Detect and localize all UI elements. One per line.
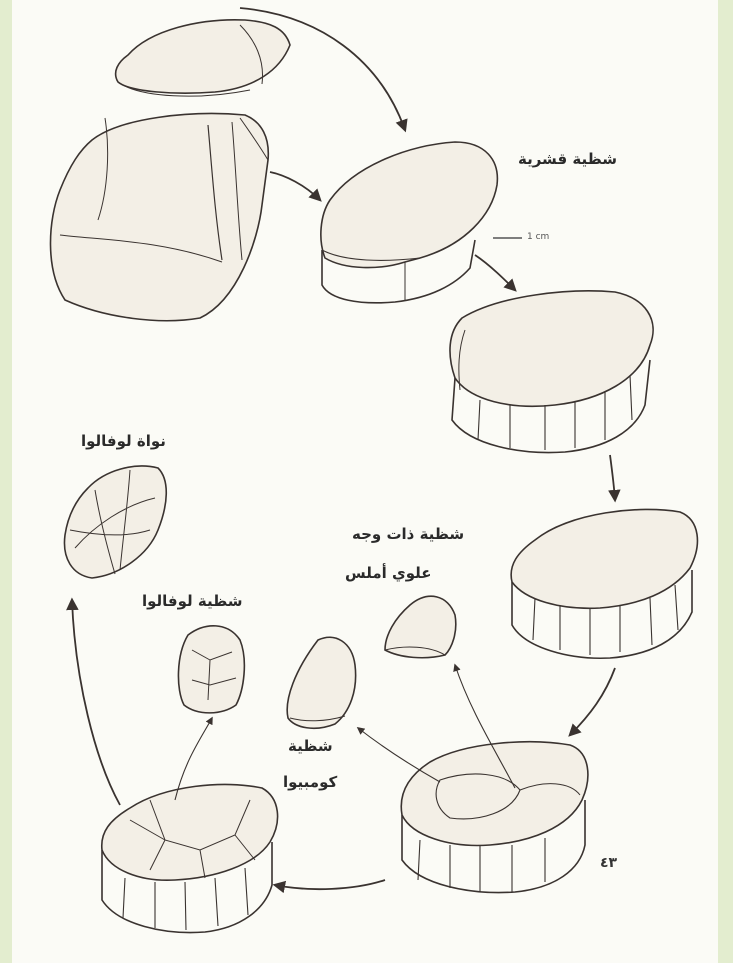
cortical-block xyxy=(50,114,268,321)
arrow-core-to-bottom-right xyxy=(570,668,615,735)
label-smooth-face-flake-2: علوي أملس xyxy=(345,564,432,582)
label-cortical-flake: شظية قشرية xyxy=(518,150,617,168)
label-kombewa-1: شظية xyxy=(288,737,333,755)
kombewa-flake-shape xyxy=(287,637,355,728)
label-kombewa-2: كومبيوا xyxy=(283,773,337,791)
prepared-core-upper xyxy=(450,291,653,453)
arrow-flake-to-core xyxy=(475,255,515,290)
removed-slab xyxy=(116,20,290,96)
label-levallois-core: نواة لوفالوا xyxy=(81,432,166,450)
arrow-bottom-left-to-core xyxy=(72,600,120,805)
core-bottom-right xyxy=(401,742,588,893)
cortical-flake-stone xyxy=(321,142,498,303)
arrow-bottom-right-to-left xyxy=(275,880,385,889)
label-levallois-flake: شظية لوفالوا xyxy=(142,592,242,610)
arrow-block-to-flake xyxy=(270,172,320,200)
levallois-core-shape xyxy=(64,466,166,578)
levallois-flake-shape xyxy=(178,626,244,713)
core-bottom-left xyxy=(102,784,278,932)
prepared-core-lower xyxy=(511,509,697,658)
smooth-face-flake-shape xyxy=(385,596,456,657)
arrow-core-to-core xyxy=(610,455,615,500)
scale-label: 1 cm xyxy=(527,232,549,242)
label-smooth-face-flake-1: شظية ذات وجه xyxy=(352,525,464,543)
page-number: ٤٣ xyxy=(600,855,617,871)
